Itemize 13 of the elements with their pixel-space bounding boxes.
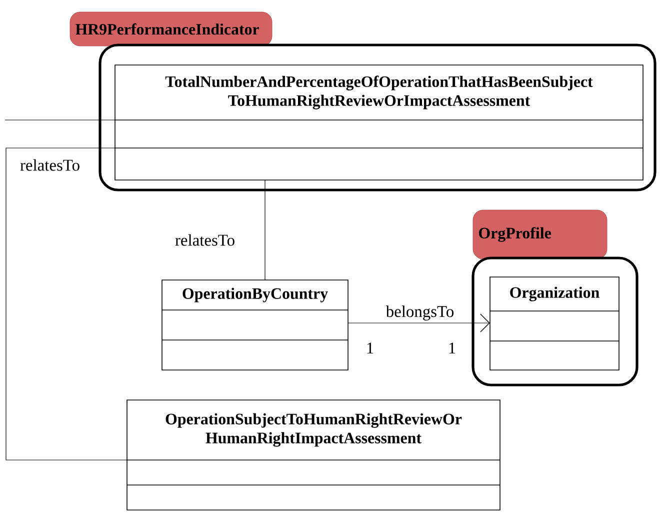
class-box: OperationByCountry	[162, 280, 348, 370]
node-label: OrgProfile	[478, 227, 551, 242]
class-box: TotalNumberAndPercentageOfOperationThatHasBeenSubject ToHumanRightReviewOrImpactAssessment	[114, 64, 644, 180]
node-label: HR9PerformanceIndicator	[75, 23, 260, 35]
connector	[6, 148, 128, 460]
edge-label: belongsTo	[384, 304, 456, 322]
connector	[264, 180, 266, 280]
class-box: Organization	[490, 276, 620, 370]
edge-label: relatesTo	[174, 233, 236, 247]
connector	[348, 314, 490, 332]
multiplicity: 1	[449, 342, 456, 354]
class-box: OperationSubjectToHumanRightReviewOr HumanRightImpactAssessment	[126, 400, 500, 510]
multiplicity: 1	[367, 342, 374, 354]
